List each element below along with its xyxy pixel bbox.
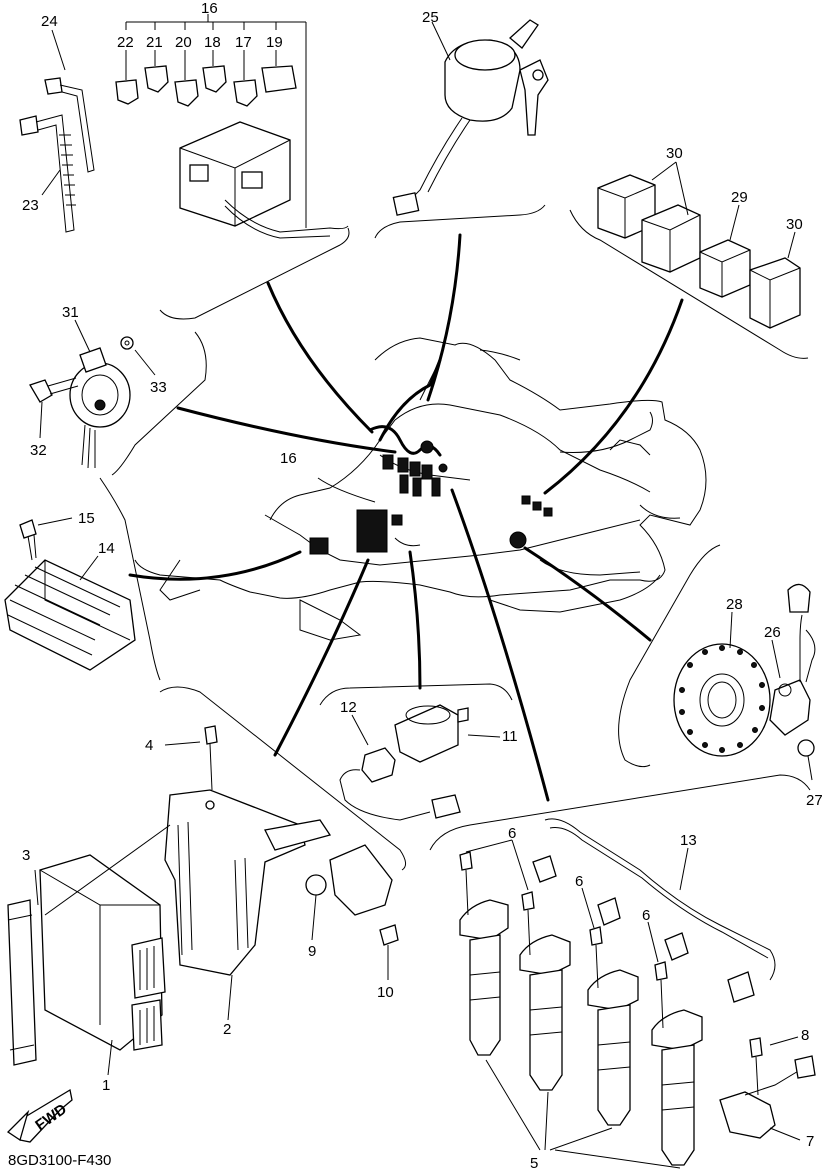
key-1	[509, 19, 539, 49]
callout-18: 18	[204, 34, 221, 51]
bolt-32	[29, 379, 53, 403]
washer-33	[120, 336, 134, 350]
fuse-17	[233, 79, 258, 107]
rotor-28	[673, 643, 771, 757]
group-leaders	[128, 233, 684, 802]
callout-4: 4	[145, 737, 153, 754]
relay-29	[699, 239, 751, 298]
rectifier-body	[4, 559, 136, 671]
motorcycle-frame-outline	[134, 337, 707, 641]
fuse-19	[261, 65, 297, 93]
callout-22: 22	[117, 34, 134, 51]
boundary-fuse-box	[159, 227, 350, 320]
horn-group	[29, 319, 156, 469]
cover-3	[7, 899, 37, 1066]
boundary-ignition-coils	[429, 774, 811, 851]
sensor-7	[719, 1091, 776, 1139]
ecu-group	[7, 725, 399, 1076]
ecu-1	[39, 854, 163, 1051]
callout-6a: 6	[508, 825, 516, 842]
pickup-connector	[787, 583, 811, 613]
callout-9: 9	[308, 943, 316, 960]
fuse-21	[144, 65, 169, 93]
cable-clamp-group	[19, 29, 95, 233]
callout-2: 2	[223, 1021, 231, 1038]
ignition-coil-c	[587, 969, 639, 1011]
pickup-group	[673, 583, 816, 781]
callout-8: 8	[801, 1027, 809, 1044]
callout-14: 14	[98, 540, 115, 557]
pickup-coil-26	[769, 679, 811, 736]
fuse-18	[202, 65, 227, 93]
callout-16b: 16	[280, 450, 297, 467]
callout-16: 16	[201, 0, 218, 17]
callout-30a: 30	[666, 145, 683, 162]
callout-24: 24	[41, 13, 58, 30]
callout-27: 27	[806, 792, 823, 809]
connector-12	[361, 747, 396, 783]
callout-29: 29	[731, 189, 748, 206]
fuse-box-group	[115, 14, 349, 239]
bolt-10	[379, 924, 399, 946]
callout-21: 21	[146, 34, 163, 51]
main-switch-group	[392, 19, 549, 216]
callout-10: 10	[377, 984, 394, 1001]
callout-20: 20	[175, 34, 192, 51]
boundary-relays	[569, 209, 809, 359]
callout-12: 12	[340, 699, 357, 716]
bolt-4	[204, 725, 218, 745]
callout-1: 1	[102, 1077, 110, 1094]
sensor-9	[329, 844, 393, 916]
boundary-pickup	[618, 544, 721, 768]
callout-6c: 6	[642, 907, 650, 924]
washer-9	[305, 874, 327, 896]
callout-7: 7	[806, 1133, 814, 1150]
boundary-ecu	[159, 686, 406, 871]
grommet-27	[797, 739, 815, 757]
rectifier-group	[4, 517, 136, 671]
ignition-coil-group	[459, 818, 816, 1169]
callout-labels: 16 22 21 20 18 17 19 24 23 25 30 29 30 3…	[22, 0, 823, 1172]
callout-5: 5	[530, 1155, 538, 1172]
boundary-horn	[111, 331, 207, 476]
diagram-code: 8GD3100-F430	[8, 1152, 111, 1169]
callout-28: 28	[726, 596, 743, 613]
boundary-main-switch	[374, 204, 546, 239]
callout-13: 13	[680, 832, 697, 849]
callout-32: 32	[30, 442, 47, 459]
pressure-sensor-11	[394, 704, 459, 763]
callout-23: 23	[22, 197, 39, 214]
boundary-rectifier	[99, 477, 161, 681]
fwd-arrow: FWD	[6, 1088, 73, 1143]
pressure-sensor-group	[339, 704, 501, 821]
relay-30c	[749, 257, 801, 329]
callout-30b: 30	[786, 216, 803, 233]
callout-6b: 6	[575, 873, 583, 890]
bolt-8	[749, 1037, 763, 1058]
callout-26: 26	[764, 624, 781, 641]
callout-3: 3	[22, 847, 30, 864]
callout-11: 11	[502, 728, 518, 745]
ignition-coil-d	[651, 1009, 703, 1051]
group-boundaries	[99, 204, 811, 871]
clamp-24	[44, 77, 63, 95]
fuse-22	[115, 79, 139, 105]
bolt-15	[19, 519, 37, 539]
callout-33: 33	[150, 379, 167, 396]
callout-15: 15	[78, 510, 95, 527]
callout-17: 17	[235, 34, 252, 51]
fuse-20	[174, 79, 199, 107]
ignition-coil-b	[519, 934, 571, 976]
ignition-coil-a	[459, 899, 509, 941]
callout-19: 19	[266, 34, 283, 51]
bracket-2	[164, 789, 306, 976]
callout-31: 31	[62, 304, 79, 321]
callout-25: 25	[422, 9, 439, 26]
horn-body	[69, 362, 131, 428]
relay-group	[597, 161, 801, 329]
